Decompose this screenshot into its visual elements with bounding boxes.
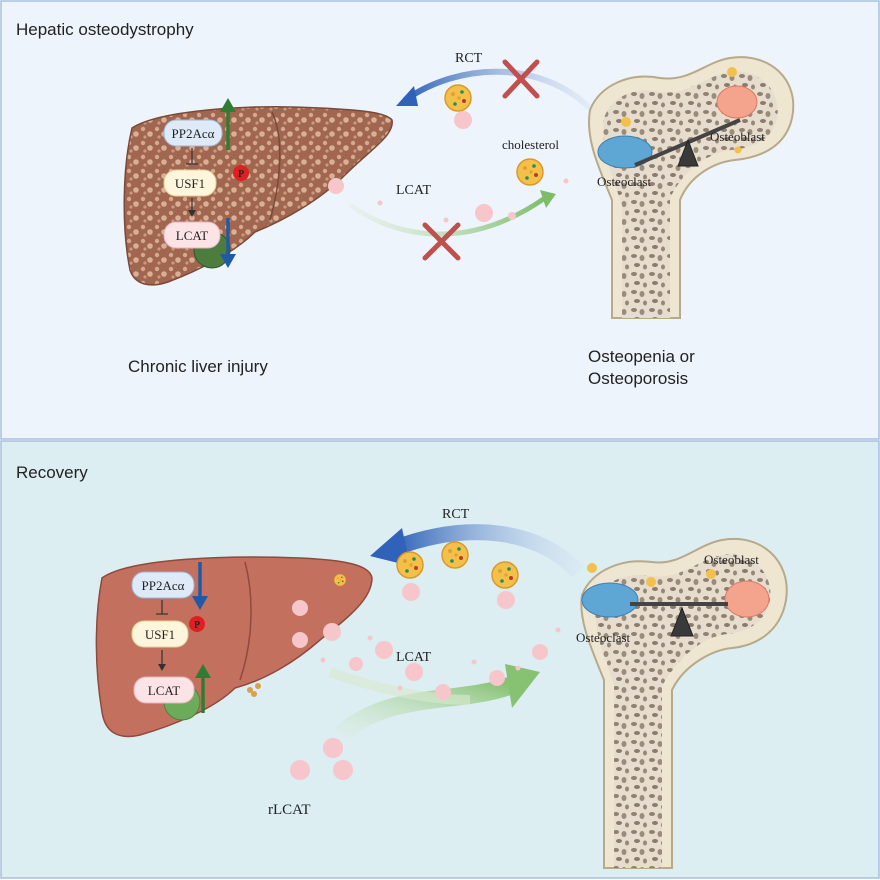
cholesterol-label: cholesterol [502,137,559,152]
pathway-bottom-pp2a: PP2Acα [142,578,185,593]
lcat-label-bottom: LCAT [396,650,431,665]
top-panel-title: Hepatic osteodystrophy [16,20,194,39]
osteoclast-label-bottom: Osteoclast [576,630,631,645]
bone-caption-line2: Osteoporosis [588,369,689,388]
pathway-top-pp2a: PP2Acα [172,126,215,141]
lcat-label-top: LCAT [396,183,431,198]
pathway-top-usf1: USF1 [175,176,205,191]
bone-caption: Osteopenia or Osteoporosis [588,346,695,390]
liver-caption: Chronic liver injury [128,357,268,376]
cross-lcat [422,222,461,261]
osteoblast-label-top: Osteoblast [710,129,765,144]
bone-top-illustration [588,56,795,319]
pathway-bottom-usf1: USF1 [145,627,175,642]
phospho-top: P [238,169,244,180]
phospho-bottom: P [194,620,200,631]
pathway-top-lcat: LCAT [176,228,209,243]
pathway-bottom [131,562,211,713]
osteoblast-label-bottom: Osteoblast [704,552,759,567]
bone-caption-line1: Osteopenia or [588,347,695,366]
rlcat-label: rLCAT [268,802,311,818]
osteoclast-label-top: Osteoclast [597,174,652,189]
bottom-panel-title: Recovery [16,463,88,482]
rct-label-bottom: RCT [442,507,470,522]
cross-rct [502,59,540,99]
pathway-top [163,98,249,268]
pathway-bottom-lcat: LCAT [148,683,181,698]
bone-bottom-illustration [580,537,788,869]
rct-label-top: RCT [455,51,483,66]
